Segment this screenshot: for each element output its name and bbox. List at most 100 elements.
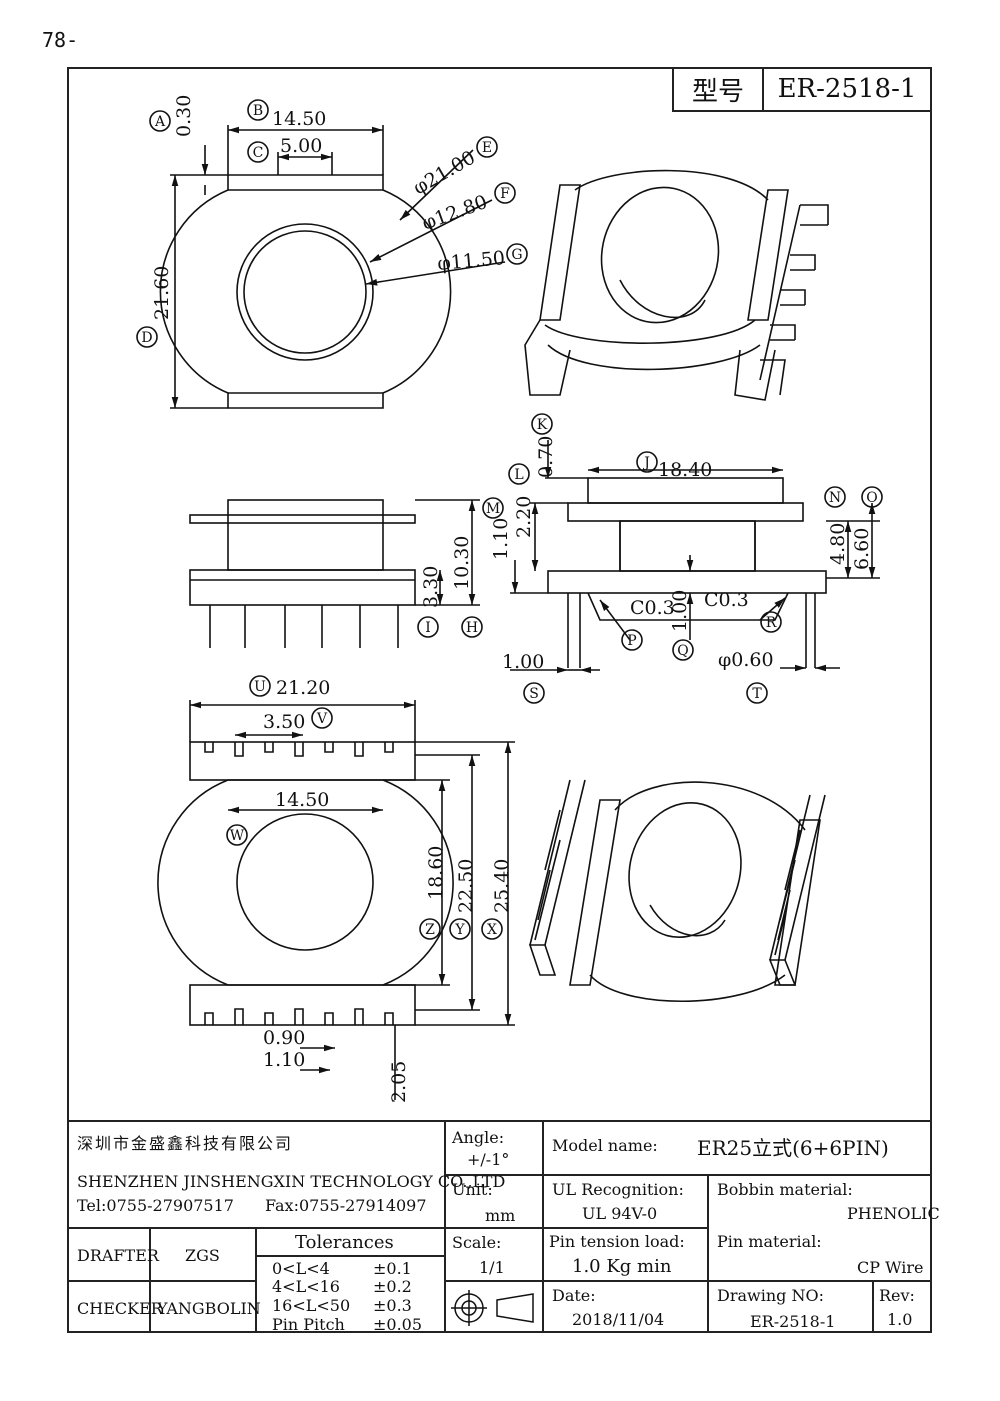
- dim-c-value: 5.00: [280, 135, 322, 157]
- tolerance-value: ±0.3: [373, 1296, 412, 1315]
- pin-material-value: CP Wire: [857, 1258, 924, 1277]
- technical-drawing: A B C D E F G H I J K L M N O P Q R S T …: [136, 95, 883, 1103]
- tag-i: I: [425, 620, 431, 636]
- dim-p-value: C0.3: [630, 597, 675, 619]
- dim-q-value: 1.00: [669, 590, 691, 632]
- dim-b-value: 14.50: [272, 108, 326, 130]
- model-name-label: Model name:: [552, 1136, 658, 1155]
- dim-m-value: 1.10: [490, 518, 512, 560]
- rev-value: 1.0: [887, 1310, 913, 1329]
- type-value: ER-2518-1: [777, 74, 917, 104]
- dim-i-value: 3.30: [420, 566, 442, 608]
- angle-label: Angle:: [452, 1128, 505, 1147]
- tag-w: W: [230, 828, 245, 844]
- tag-h: H: [466, 620, 478, 636]
- bottom-view: [157, 700, 515, 1100]
- dim-n-value: 4.80: [827, 523, 849, 565]
- bobbin-material-label: Bobbin material:: [717, 1180, 853, 1199]
- top-view: [159, 125, 506, 409]
- dim-o-value: 6.60: [851, 528, 873, 570]
- tag-z: Z: [425, 922, 435, 938]
- dim-d-value: 21.60: [151, 266, 173, 320]
- title-block: 深圳市金盛鑫科技有限公司 SHENZHEN JINSHENGXIN TECHNO…: [67, 1120, 940, 1334]
- tolerance-range: Pin Pitch: [272, 1315, 345, 1334]
- drafter-value: ZGS: [185, 1246, 220, 1265]
- tolerance-range: 0<L<4: [272, 1259, 330, 1278]
- angle-value: +/-1°: [467, 1150, 510, 1169]
- tag-s: S: [529, 686, 539, 702]
- tolerance-value: ±0.2: [373, 1277, 412, 1296]
- tag-c: C: [253, 145, 264, 161]
- tolerance-value: ±0.05: [373, 1315, 423, 1334]
- tolerance-value: ±0.1: [373, 1259, 412, 1278]
- dim-z-value: 18.60: [425, 846, 447, 900]
- scale-value: 1/1: [479, 1258, 505, 1277]
- type-label: 型号: [674, 68, 764, 110]
- dim-e-value: φ21.00: [410, 146, 480, 199]
- ul-recognition-value: UL 94V-0: [582, 1204, 658, 1223]
- tag-x: X: [487, 922, 497, 938]
- tag-n: N: [829, 490, 841, 506]
- tolerances-title: Tolerances: [295, 1232, 394, 1253]
- tag-k: K: [537, 417, 548, 433]
- dim-v-value: 3.50: [263, 711, 305, 733]
- tag-u: U: [254, 679, 266, 695]
- dim-j-value: 18.40: [658, 459, 712, 481]
- pin-tension-label: Pin tension load:: [549, 1232, 685, 1251]
- type-box: 型号 ER-2518-1: [672, 68, 930, 112]
- unit-value: mm: [485, 1206, 516, 1225]
- telephone: Tel:0755-27907517: [77, 1196, 234, 1215]
- tolerance-range: 4<L<16: [272, 1277, 340, 1296]
- dim-slot-c-value: 2.05: [388, 1061, 410, 1103]
- model-name-value: ER25立式(6+6PIN): [697, 1136, 889, 1160]
- dim-x-value: 25.40: [491, 859, 513, 913]
- tag-j: J: [642, 455, 650, 471]
- tag-q: Q: [677, 643, 688, 659]
- tag-f: F: [500, 186, 510, 202]
- unit-label: Unit:: [452, 1180, 493, 1199]
- tag-v: V: [316, 711, 328, 727]
- tag-m: M: [486, 501, 500, 517]
- tag-b: B: [253, 103, 263, 119]
- dim-t-value: φ0.60: [718, 649, 774, 671]
- tag-t: T: [752, 686, 762, 702]
- dim-s-value: 1.00: [502, 651, 544, 673]
- date-value: 2018/11/04: [572, 1310, 665, 1329]
- drawing-no-label: Drawing NO:: [717, 1286, 824, 1305]
- ul-recognition-label: UL Recognition:: [552, 1180, 684, 1199]
- checker-label: CHECKER: [77, 1299, 163, 1318]
- dim-y-value: 22.50: [455, 859, 477, 913]
- drawing-frame: [67, 67, 932, 1333]
- dim-k-value: 0.70: [535, 436, 557, 478]
- bobbin-material-value: PHENOLIC: [847, 1204, 940, 1223]
- tolerance-range: 16<L<50: [272, 1296, 351, 1315]
- fax: Fax:0755-27914097: [265, 1196, 427, 1215]
- dim-a-value: 0.30: [173, 95, 195, 137]
- tag-g: G: [511, 247, 522, 263]
- dim-slot-a-value: 0.90: [263, 1027, 305, 1049]
- dim-slot-b-value: 1.10: [263, 1049, 305, 1071]
- tag-p: P: [627, 633, 636, 649]
- rev-label: Rev:: [879, 1286, 915, 1305]
- section-view: [510, 440, 880, 674]
- dim-w-value: 14.50: [275, 789, 329, 811]
- company-name-cn: 深圳市金盛鑫科技有限公司: [77, 1134, 294, 1153]
- tag-o: O: [866, 490, 877, 506]
- pin-tension-value: 1.0 Kg min: [572, 1256, 672, 1277]
- dim-f-value: φ12.80: [419, 191, 490, 235]
- tag-e: E: [482, 140, 492, 156]
- drawing-no-value: ER-2518-1: [750, 1312, 836, 1331]
- dim-l-value: 2.20: [513, 496, 535, 538]
- dim-u-value: 21.20: [276, 677, 330, 699]
- drafter-label: DRAFTER: [77, 1246, 159, 1265]
- tag-y: Y: [454, 922, 465, 938]
- tag-d: D: [141, 330, 152, 346]
- side-view: [189, 499, 480, 648]
- dim-r-value: C0.3: [704, 589, 749, 611]
- dim-h-value: 10.30: [451, 536, 473, 590]
- tag-r: R: [766, 615, 777, 631]
- tag-l: L: [514, 467, 523, 483]
- dim-g-value: φ11.50: [437, 247, 506, 275]
- tag-a: A: [154, 114, 166, 130]
- page-number: 78-: [42, 28, 79, 52]
